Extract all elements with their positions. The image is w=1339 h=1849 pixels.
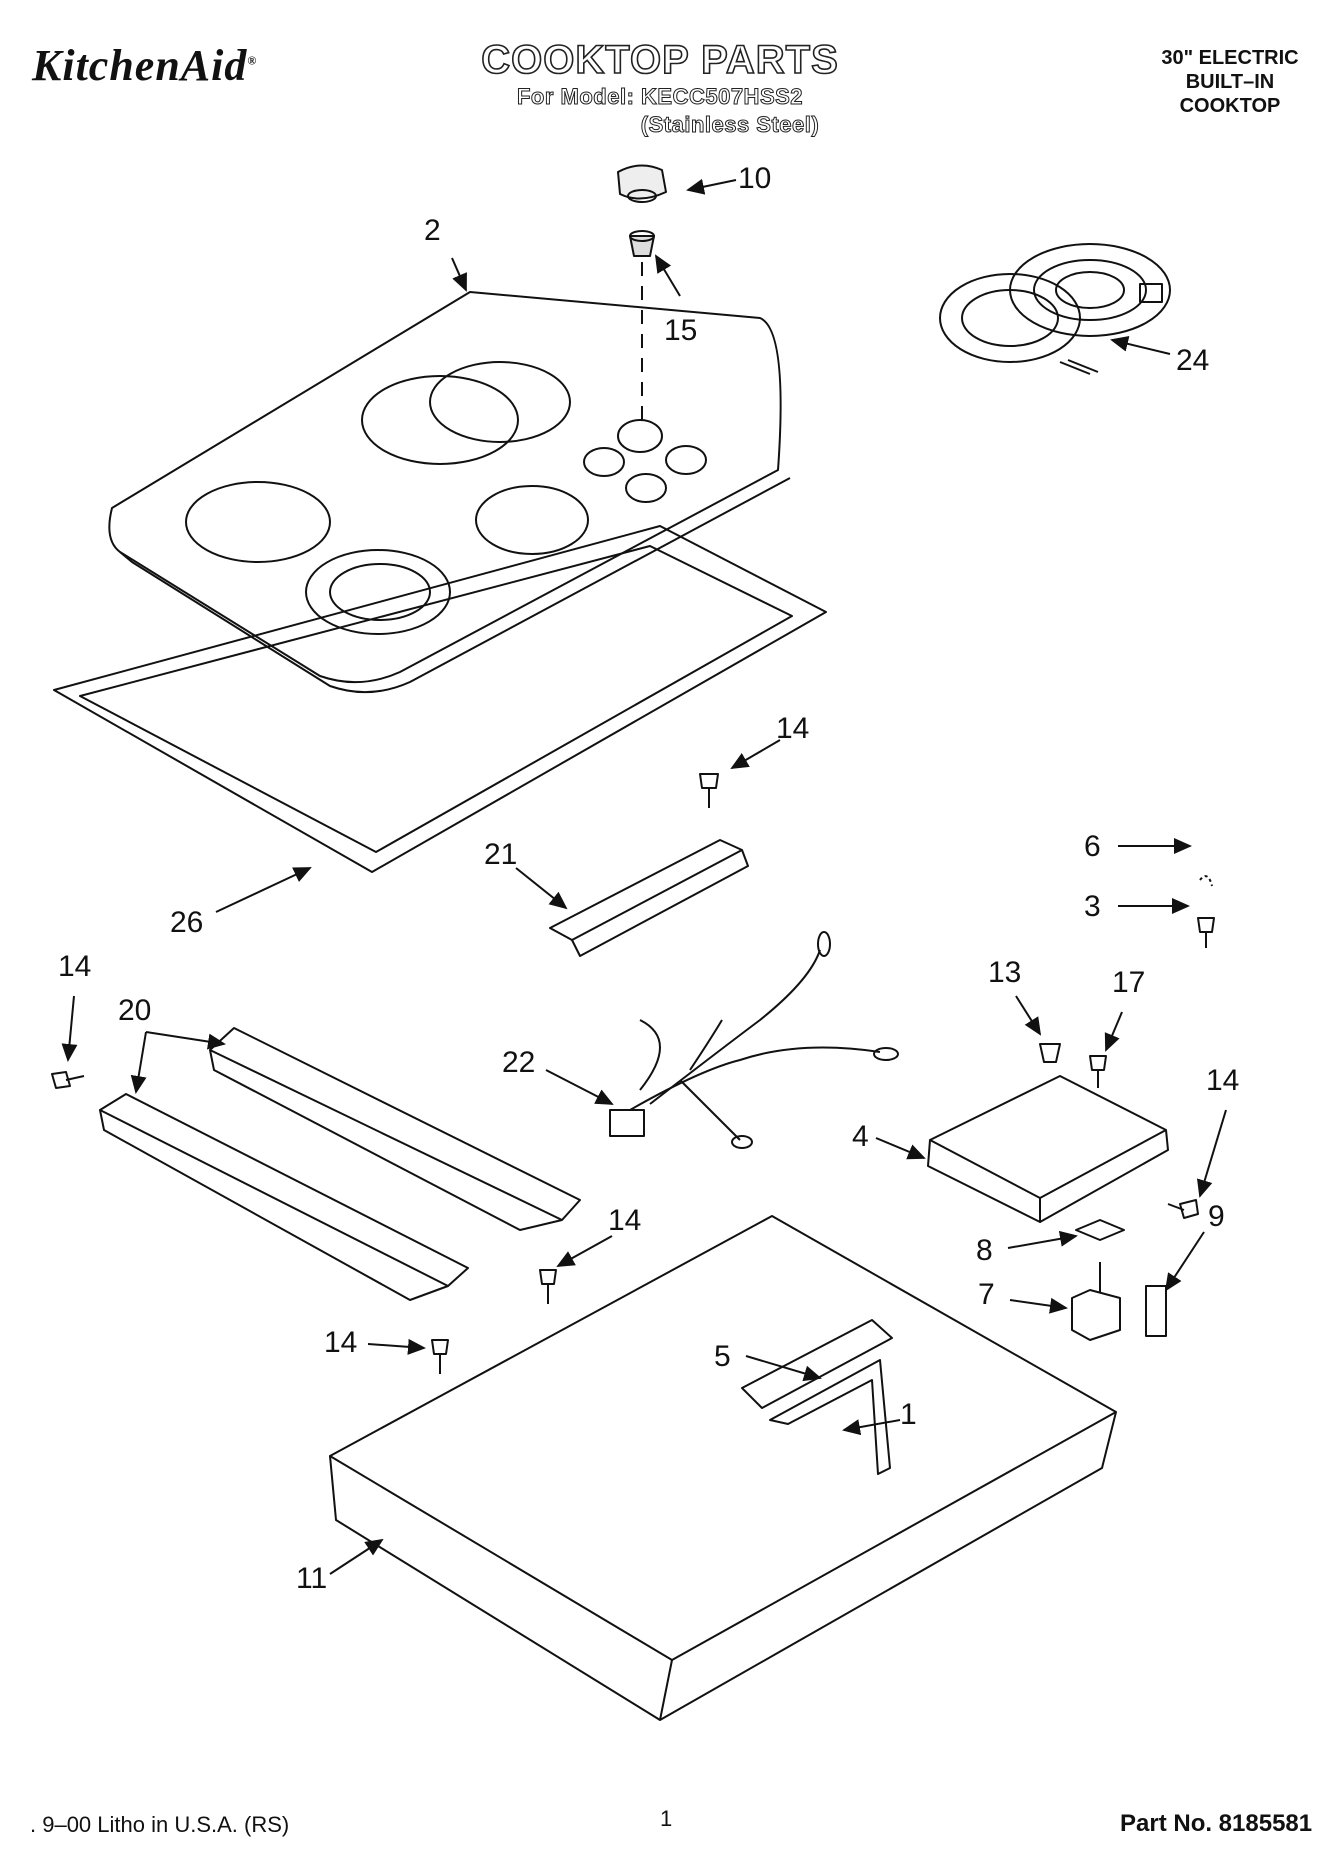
finish-line: (Stainless Steel) bbox=[640, 112, 820, 138]
callout-22: 22 bbox=[502, 1046, 535, 1079]
glass-cooktop-drawing bbox=[108, 291, 791, 694]
base-pan-drawing bbox=[329, 1215, 1117, 1721]
callout-1: 1 bbox=[900, 1398, 917, 1431]
switch-bracket-drawing bbox=[927, 1075, 1169, 1223]
callout-15: 15 bbox=[664, 314, 697, 347]
part-number: Part No. 8185581 bbox=[1120, 1810, 1313, 1837]
callout-10: 10 bbox=[738, 162, 771, 195]
litho-note: . 9–00 Litho in U.S.A. (RS) bbox=[30, 1812, 290, 1837]
callout-5: 5 bbox=[714, 1340, 731, 1373]
radiant-surface-element-drawing bbox=[939, 243, 1171, 375]
callout-17: 17 bbox=[1112, 966, 1145, 999]
model-line: For Model: KECC507HSS2 bbox=[516, 84, 804, 110]
callout-6: 6 bbox=[1084, 830, 1101, 863]
page-number: 1 bbox=[660, 1806, 673, 1831]
callout-labels: 10 2 15 24 14 6 21 3 26 14 20 13 17 22 1… bbox=[58, 162, 1239, 1595]
callout-14-lower: 14 bbox=[324, 1326, 357, 1359]
callout-14-left: 14 bbox=[58, 950, 91, 983]
callout-20: 20 bbox=[118, 994, 151, 1027]
product-line-2: BUILT–IN bbox=[1185, 71, 1275, 93]
brand-registered-mark: ® bbox=[247, 53, 258, 68]
callout-26: 26 bbox=[170, 906, 203, 939]
brand-logo: KitchenAid® bbox=[32, 40, 257, 91]
screw-drawings bbox=[51, 773, 1215, 1374]
callout-13: 13 bbox=[988, 956, 1021, 989]
callout-9: 9 bbox=[1208, 1200, 1225, 1233]
product-line-1: 30" ELECTRIC bbox=[1161, 47, 1299, 69]
knob-bezel-drawing bbox=[629, 230, 655, 420]
callout-24: 24 bbox=[1176, 344, 1209, 377]
page-title: COOKTOP PARTS bbox=[480, 37, 839, 83]
leader-lines bbox=[61, 178, 1227, 1575]
callout-14-right: 14 bbox=[1206, 1064, 1239, 1097]
product-description: 30" ELECTRIC BUILT–IN COOKTOP bbox=[1140, 46, 1320, 118]
product-line-3: COOKTOP bbox=[1179, 95, 1281, 117]
callout-21: 21 bbox=[484, 838, 517, 871]
side-rail-drawings bbox=[99, 1027, 581, 1301]
callout-11: 11 bbox=[296, 1562, 327, 1595]
switch-component-drawing bbox=[1071, 1219, 1167, 1341]
control-knob-drawing bbox=[617, 164, 667, 203]
cooktop-gasket-drawing bbox=[53, 525, 827, 873]
callout-8: 8 bbox=[976, 1234, 993, 1267]
wire-harness-drawing bbox=[609, 931, 899, 1149]
callout-14-top: 14 bbox=[776, 712, 809, 745]
callout-14-middle: 14 bbox=[608, 1204, 641, 1237]
callout-3: 3 bbox=[1084, 890, 1101, 923]
callout-7: 7 bbox=[978, 1278, 995, 1311]
callout-4: 4 bbox=[852, 1120, 869, 1153]
rear-bracket-drawing bbox=[549, 839, 749, 957]
brand-name: KitchenAid bbox=[32, 41, 248, 90]
callout-2: 2 bbox=[424, 214, 441, 247]
